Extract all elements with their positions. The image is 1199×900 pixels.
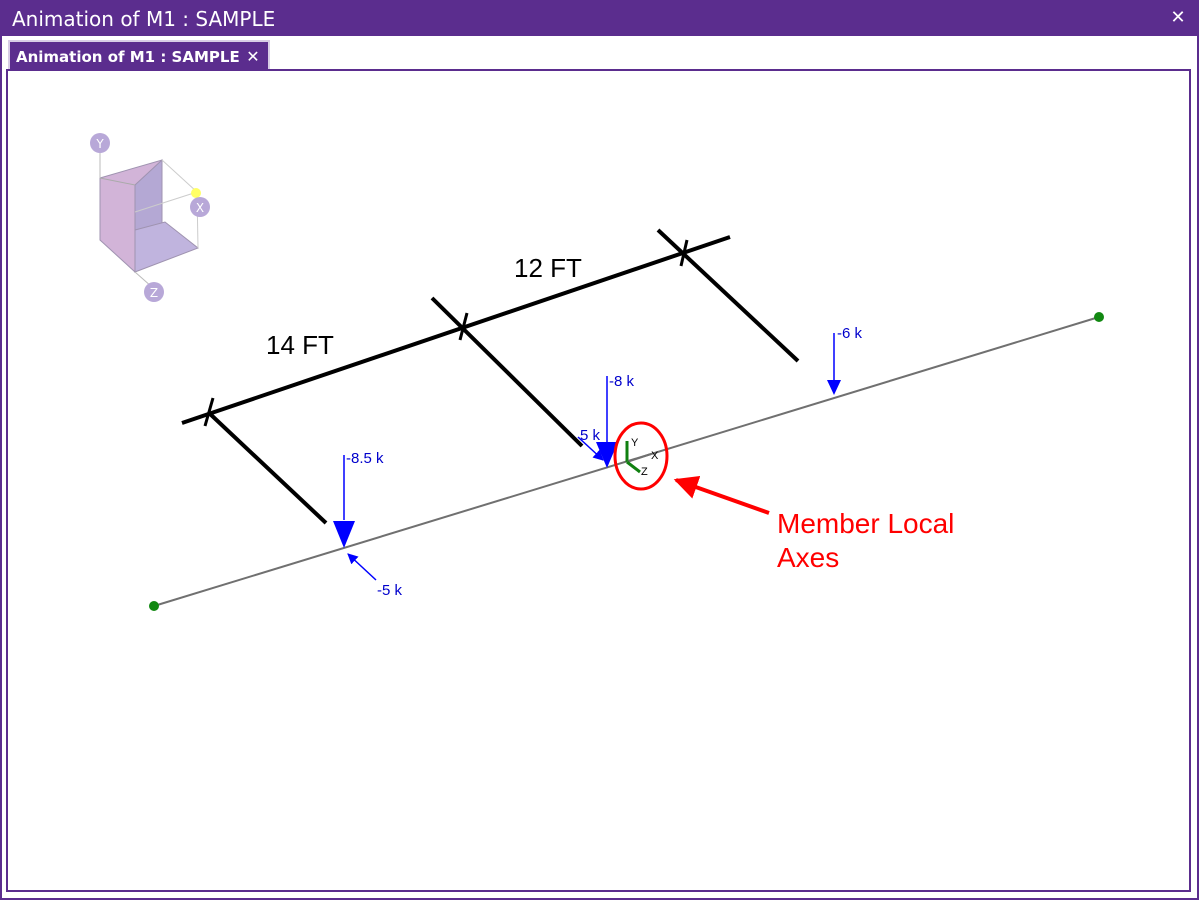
load-label-5k-left: -5 k: [377, 582, 403, 599]
load-arrow-head: [827, 380, 841, 395]
view-cube-z-badge[interactable]: [144, 282, 164, 302]
title-bar[interactable]: Animation of M1 : SAMPLE ✕: [2, 2, 1197, 36]
tick-mark-left: [203, 397, 215, 427]
load-label-5k-middle: 5 k: [580, 427, 601, 444]
load-label-8-5k: -8.5 k: [346, 450, 384, 467]
view-cube-edge: [99, 177, 136, 186]
view-cube-origin-marker: [191, 188, 201, 198]
dimension-main-line: [181, 235, 731, 425]
tick-mark-right: [679, 239, 689, 267]
tab-close-icon[interactable]: ✕: [246, 47, 260, 66]
view-cube-x-badge[interactable]: [190, 197, 210, 217]
node-end[interactable]: [1094, 312, 1104, 322]
annotation-text-line1: Member Local: [777, 508, 954, 539]
load-arrow-head: [333, 521, 355, 548]
window-title: Animation of M1 : SAMPLE: [12, 7, 276, 31]
view-cube-edge: [134, 191, 198, 213]
annotation-arrow: [673, 475, 770, 515]
view-cube-bottom-face: [134, 221, 200, 273]
member-local-axes: Y X Z: [613, 421, 669, 491]
view-cube-y-badge[interactable]: [90, 133, 110, 153]
load-arrow-axial-middle: [577, 436, 604, 461]
view-cube[interactable]: Y X Z: [90, 133, 210, 302]
view-cube-x-label: X: [196, 201, 204, 215]
view-cube-z-label: Z: [150, 286, 158, 300]
local-axis-z-line: [626, 460, 641, 474]
load-label-6k: -6 k: [837, 325, 863, 342]
node-start[interactable]: [149, 601, 159, 611]
extension-line-left: [206, 410, 328, 525]
dimension-label-14ft: 14 FT: [266, 330, 334, 360]
tick-mark-middle: [458, 312, 469, 341]
load-label-8k: -8 k: [609, 373, 635, 390]
local-axes-highlight-circle: [613, 421, 669, 491]
point-loads: -8.5 k -5 k -8 k 5 k -6 k: [333, 325, 863, 599]
local-axis-x-label: X: [651, 450, 659, 462]
close-icon[interactable]: ✕: [1170, 7, 1186, 28]
extension-line-right: [656, 228, 800, 363]
load-arrow-head: [596, 442, 618, 468]
annotation-text-line2: Axes: [777, 542, 839, 573]
local-axis-x-line: [626, 453, 652, 463]
dimension-label-12ft: 12 FT: [514, 253, 582, 283]
tab-animation[interactable]: Animation of M1 : SAMPLE ✕: [8, 40, 270, 72]
tab-label: Animation of M1 : SAMPLE: [16, 48, 240, 66]
local-axis-z-label: Z: [641, 466, 648, 478]
tab-strip: Animation of M1 : SAMPLE ✕: [2, 36, 1197, 72]
dimension-lines: [181, 228, 800, 525]
load-arrow-axial-left: [347, 553, 377, 581]
local-axis-y-label: Y: [631, 437, 639, 449]
extension-line-middle: [430, 296, 584, 448]
view-cube-edge: [161, 159, 198, 193]
view-cube-y-label: Y: [95, 137, 104, 151]
